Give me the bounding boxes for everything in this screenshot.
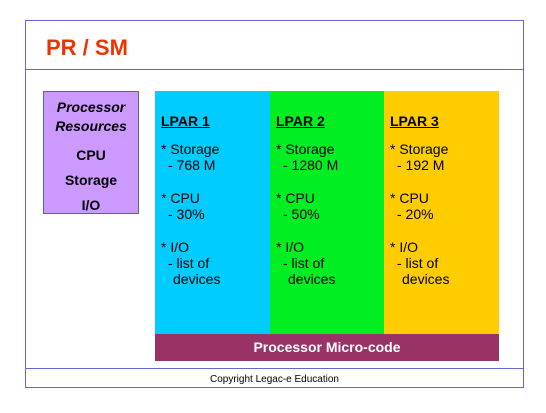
io-label: * I/O	[276, 239, 305, 255]
processor-resources-box: Processor Resources CPU Storage I/O	[43, 91, 139, 214]
slide-title: PR / SM	[46, 35, 128, 60]
lpar-3-column: LPAR 3 * Storage - 192 M * CPU - 20% * I…	[384, 91, 499, 361]
cpu-label: * CPU	[390, 190, 429, 206]
storage-value: - 768 M	[168, 157, 216, 173]
storage-label: * Storage	[390, 141, 449, 157]
storage-value: - 192 M	[397, 157, 445, 173]
lpar-title: LPAR 3	[390, 113, 439, 129]
io-label: * I/O	[390, 239, 419, 255]
cpu-value: - 30%	[168, 206, 205, 222]
lpar-title: LPAR 2	[276, 113, 325, 129]
io-line1: - list of	[168, 255, 210, 271]
io-line2: devices	[402, 271, 450, 287]
io-line1: - list of	[283, 255, 325, 271]
copyright-footer: Copyright Legac-e Education	[210, 374, 339, 385]
processor-microcode-bar: Processor Micro-code	[155, 334, 499, 361]
spacer	[161, 173, 270, 190]
storage-label: * Storage	[161, 141, 220, 157]
storage-label: * Storage	[276, 141, 335, 157]
slide-frame: PR / SM Processor Resources CPU Storage …	[25, 20, 524, 388]
resources-heading-line2: Resources	[55, 118, 127, 134]
lpar-1-column: LPAR 1 * Storage - 768 M * CPU - 30% * I…	[155, 91, 270, 361]
cpu-value: - 50%	[283, 206, 320, 222]
io-line2: devices	[288, 271, 336, 287]
spacer	[161, 222, 270, 239]
spacer	[390, 173, 499, 190]
spacer	[390, 222, 499, 239]
spacer	[276, 222, 384, 239]
resources-heading: Processor Resources	[44, 98, 138, 136]
resource-storage: Storage	[64, 172, 118, 188]
lpar-title: LPAR 1	[161, 113, 210, 129]
io-label: * I/O	[161, 239, 190, 255]
footer-divider	[26, 368, 523, 369]
io-line2: devices	[173, 271, 221, 287]
title-divider	[26, 69, 523, 70]
resource-cpu: CPU	[76, 147, 106, 163]
resources-heading-line1: Processor	[56, 99, 126, 115]
resource-io: I/O	[81, 197, 101, 213]
lpar-2-column: LPAR 2 * Storage - 1280 M * CPU - 50% * …	[270, 91, 384, 361]
cpu-label: * CPU	[276, 190, 315, 206]
cpu-label: * CPU	[161, 190, 200, 206]
cpu-value: - 20%	[397, 206, 434, 222]
spacer	[276, 173, 384, 190]
storage-value: - 1280 M	[283, 157, 339, 173]
io-line1: - list of	[397, 255, 439, 271]
